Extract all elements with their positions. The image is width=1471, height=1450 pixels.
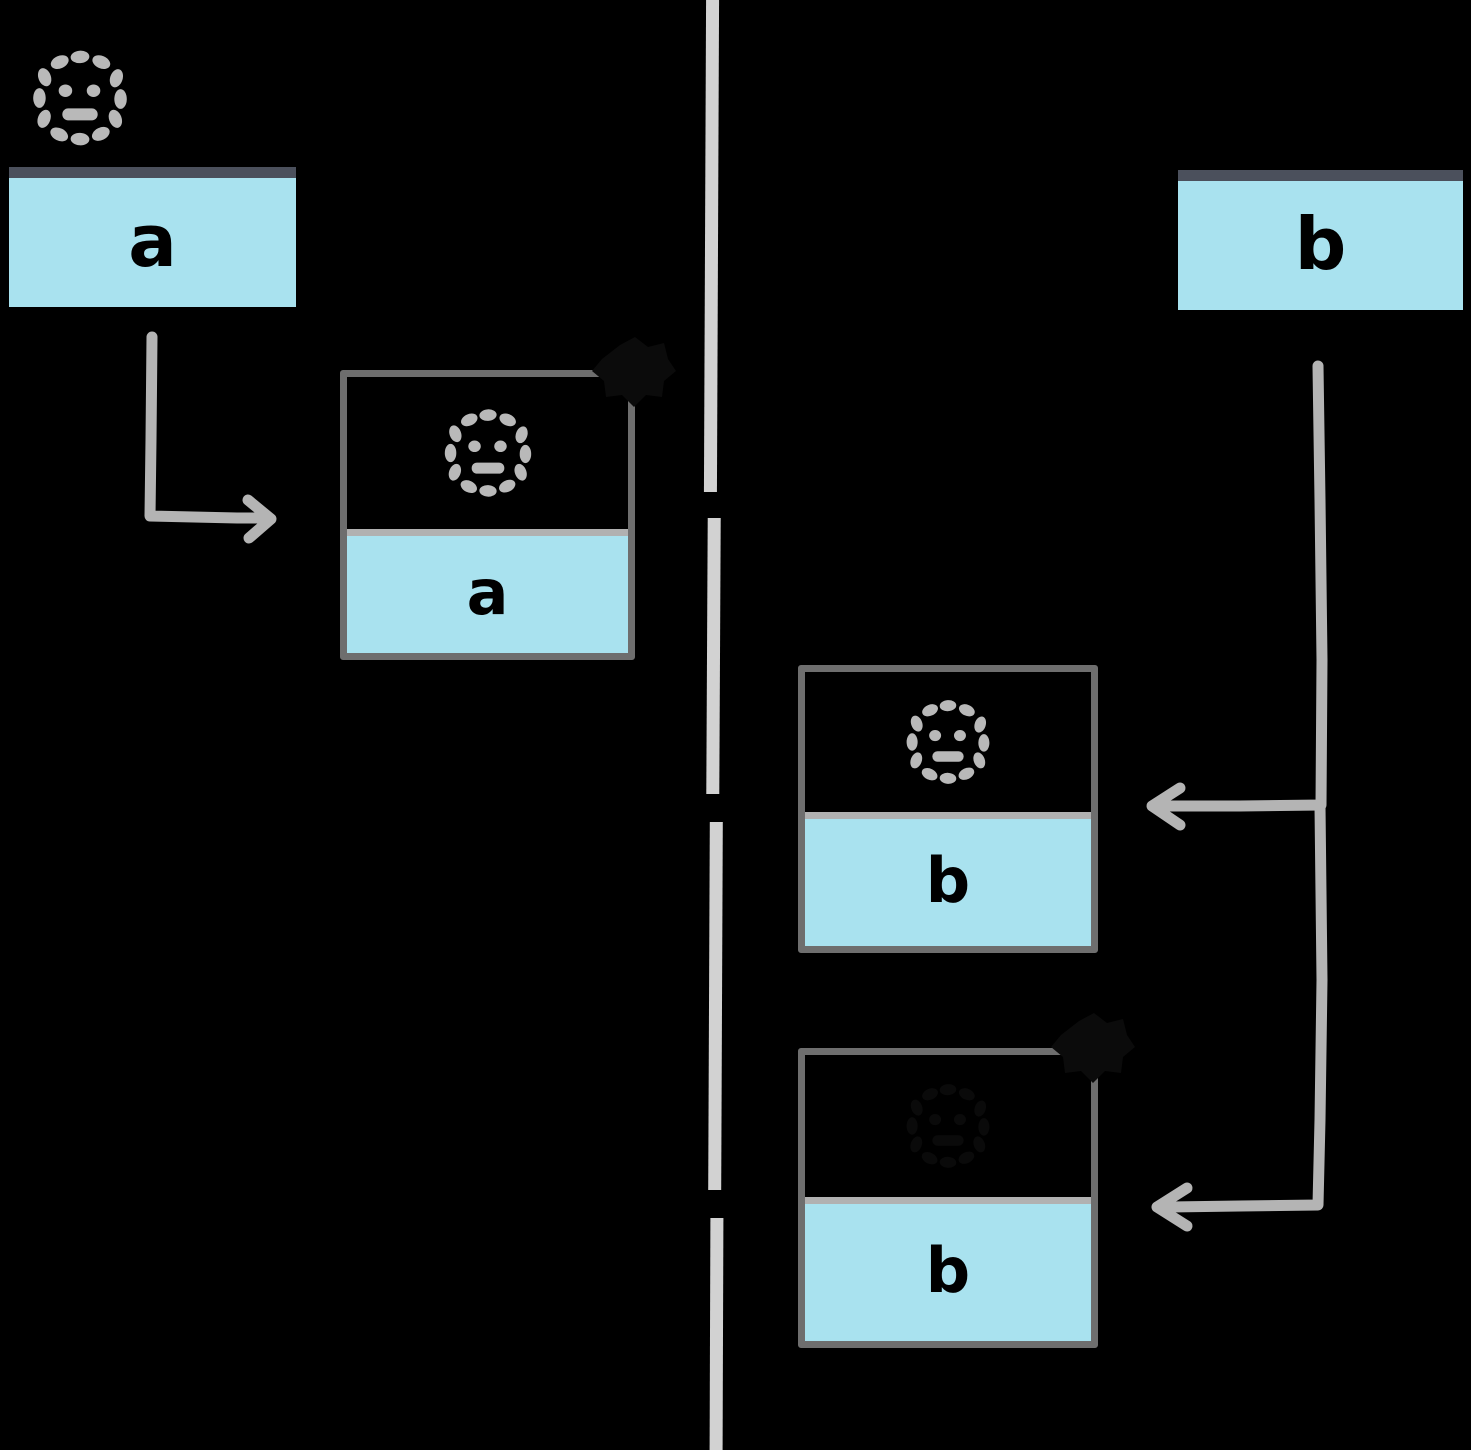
source-box-a-glyph: a <box>128 198 177 283</box>
divider-segment <box>703 0 720 493</box>
target-card-a-glyph: a <box>466 555 509 629</box>
target-card-b-lower-glyph: b <box>925 1233 971 1307</box>
target-card-a-value-area: a <box>347 529 628 653</box>
target-card-b-lower-icon-area <box>805 1055 1091 1197</box>
dotted-face-icon-dark <box>906 1084 990 1168</box>
target-card-a-icon-area <box>347 377 628 529</box>
source-box-a[interactable]: a <box>9 167 296 307</box>
elbow-arrow-b-lower <box>1151 800 1328 1232</box>
target-card-b-upper-glyph: b <box>925 843 971 917</box>
target-card-b-lower-value-area: b <box>805 1197 1091 1341</box>
divider-segment <box>708 821 723 1191</box>
dotted-face-icon <box>906 700 990 784</box>
target-card-b-lower[interactable]: b <box>798 1013 1135 1348</box>
source-box-b[interactable]: b <box>1178 170 1463 310</box>
target-card-b-upper[interactable]: b <box>798 665 1098 953</box>
elbow-arrow-b-upper <box>1146 360 1328 831</box>
source-box-b-glyph: b <box>1294 201 1347 286</box>
dotted-face-icon <box>33 50 127 146</box>
elbow-arrow-a <box>144 331 277 544</box>
target-card-b-upper-value-area: b <box>805 812 1091 946</box>
dotted-face-icon <box>444 409 531 497</box>
left-header-group <box>28 46 146 150</box>
divider-segment <box>709 1217 724 1450</box>
divider-segment <box>706 517 721 795</box>
target-card-a[interactable]: a <box>340 337 676 660</box>
target-card-b-upper-icon-area <box>805 672 1091 812</box>
